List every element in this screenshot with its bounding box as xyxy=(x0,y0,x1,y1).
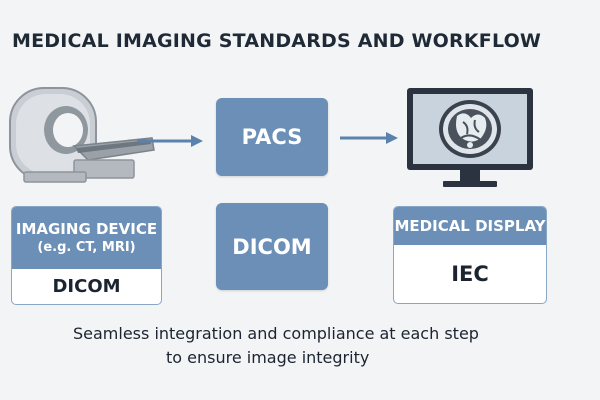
arrow-right-icon xyxy=(340,132,398,144)
imaging-device-label: IMAGING DEVICE xyxy=(15,220,158,238)
caption-line-2: to ensure image integrity xyxy=(166,348,370,367)
medical-display-header: MEDICAL DISPLAY xyxy=(394,207,546,245)
diagram-title: MEDICAL IMAGING STANDARDS AND WORKFLOW xyxy=(12,30,542,52)
medical-display-label: MEDICAL DISPLAY xyxy=(394,217,546,235)
medical-display-card: MEDICAL DISPLAY IEC xyxy=(393,206,547,304)
caption-line-1: Seamless integration and compliance at e… xyxy=(73,324,479,343)
ct-scanner-icon xyxy=(9,87,155,183)
ct-scan-image-icon xyxy=(439,100,501,158)
medical-display-standard: IEC xyxy=(451,261,489,286)
arrow-right-icon xyxy=(137,135,203,147)
pacs-label: PACS xyxy=(241,125,303,149)
dicom-box: DICOM xyxy=(216,203,328,290)
dicom-label: DICOM xyxy=(232,234,312,259)
imaging-device-standard: DICOM xyxy=(52,275,121,297)
imaging-device-examples: (e.g. CT, MRI) xyxy=(37,240,136,255)
imaging-device-card: IMAGING DEVICE (e.g. CT, MRI) DICOM xyxy=(11,206,162,305)
pacs-box: PACS xyxy=(216,98,328,176)
imaging-device-header: IMAGING DEVICE (e.g. CT, MRI) xyxy=(12,207,161,269)
monitor-icon xyxy=(407,88,533,187)
